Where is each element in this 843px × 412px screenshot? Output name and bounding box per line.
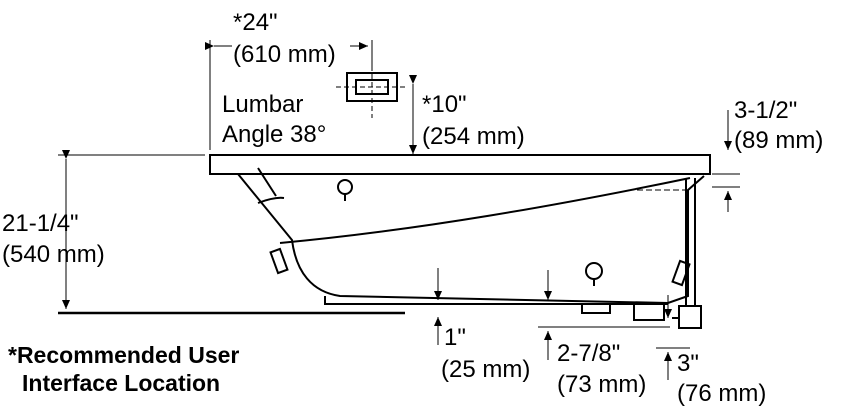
note-line-2: Interface Location <box>22 370 220 396</box>
rim-thickness-mm-label: (89 mm) <box>734 127 823 154</box>
interface-height-mm-label: (254 mm) <box>422 123 525 150</box>
tub-base <box>324 296 668 305</box>
bathtub-outline <box>58 66 711 329</box>
drain-tee <box>678 305 702 329</box>
tub-inner-curve <box>279 177 691 244</box>
lumbar-leader <box>257 167 277 197</box>
base-gap-mm-label: (25 mm) <box>441 356 530 383</box>
lumbar-label: Lumbar <box>222 91 303 118</box>
drain-depth-mm-label: (76 mm) <box>677 380 766 407</box>
total-height-mm-label: (540 mm) <box>2 241 105 268</box>
jet-icon <box>337 179 353 195</box>
interface-height-label: *10" <box>422 91 467 118</box>
lumbar-jet-icon <box>269 247 289 275</box>
tub-rim <box>209 154 711 175</box>
base-foot <box>581 303 611 314</box>
side-jet-icon <box>671 259 691 287</box>
note-line-1: *Recommended User <box>8 342 239 368</box>
drain-offset-label: 2-7/8" <box>557 340 620 367</box>
rim-thickness-label: 3-1/2" <box>734 97 797 124</box>
drain-housing <box>633 303 665 321</box>
jet-fittings <box>269 179 691 287</box>
base-gap-label: 1" <box>444 324 466 351</box>
lumbar-angle-label: Angle 38° <box>222 121 326 148</box>
dimension-lines <box>58 40 740 380</box>
drain-depth-label: 3" <box>677 350 699 377</box>
jet-icon <box>585 262 603 280</box>
drain-offset-mm-label: (73 mm) <box>557 371 646 398</box>
total-height-label: 21-1/4" <box>2 210 79 237</box>
interface-width-label: *24" <box>233 9 278 36</box>
lumbar-arc <box>257 196 285 204</box>
interface-width-mm-label: (610 mm) <box>233 41 336 68</box>
tub-body <box>237 173 705 305</box>
